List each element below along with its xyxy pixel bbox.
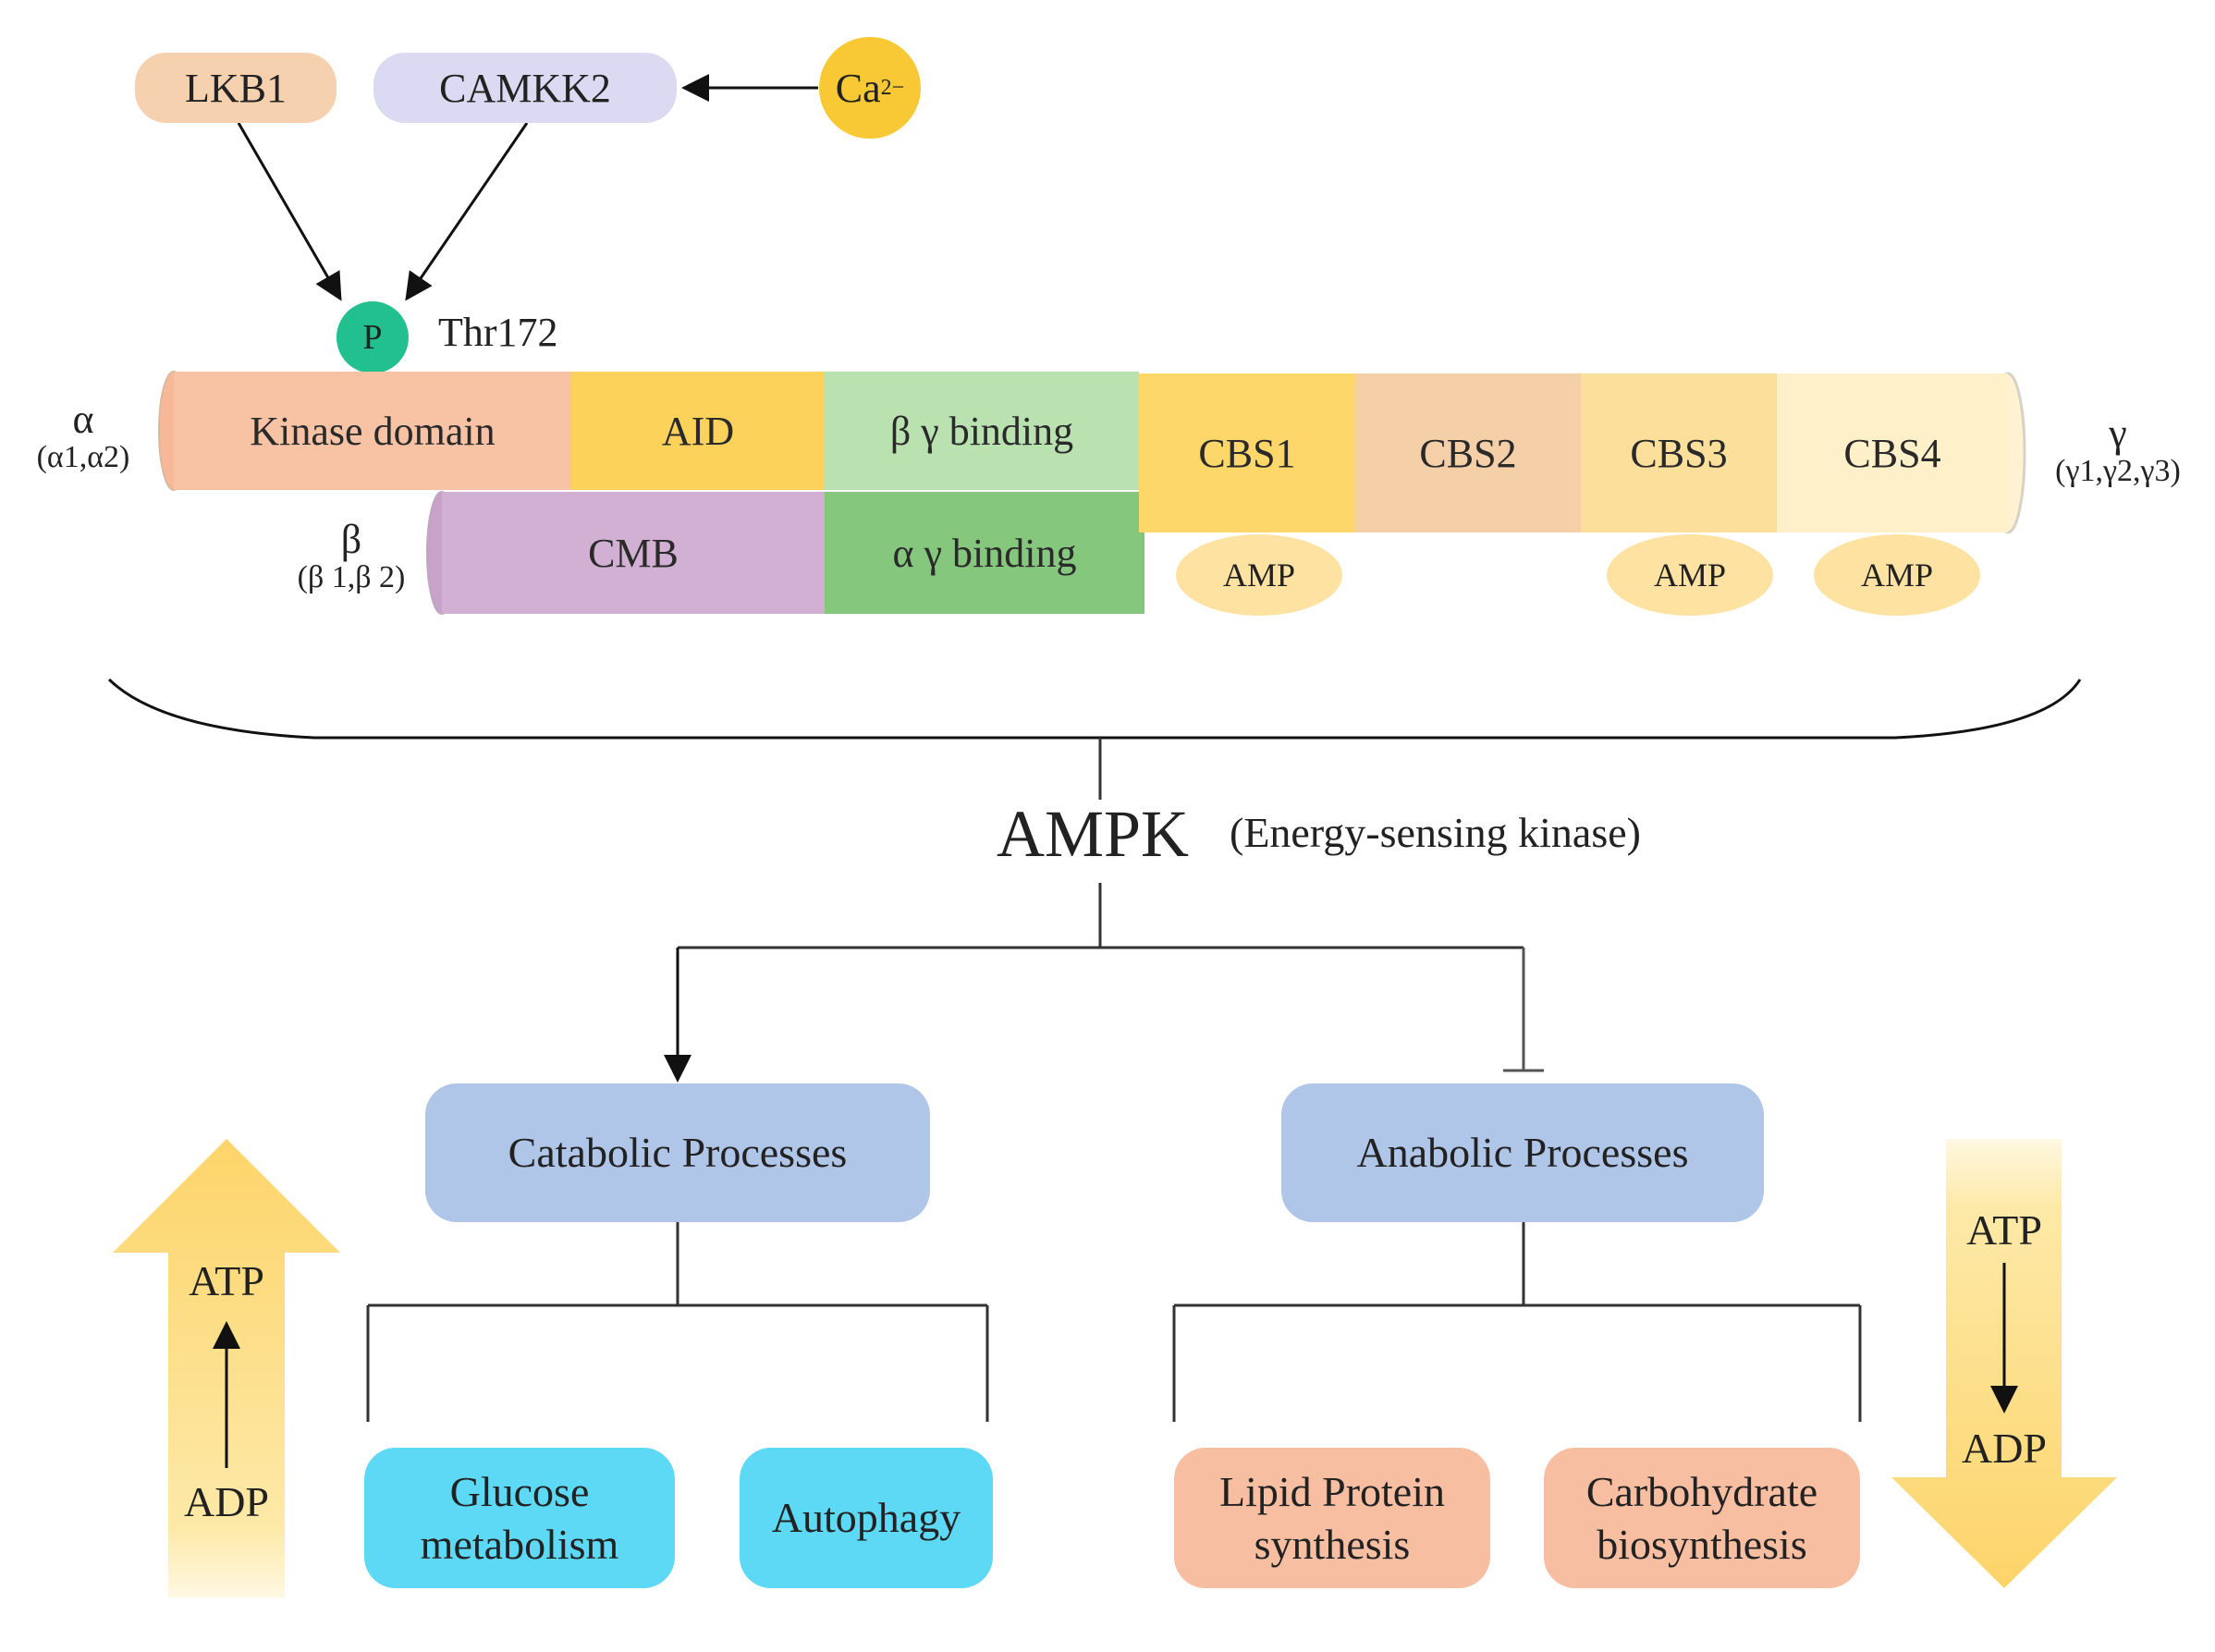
thr172-label: Thr172 (438, 310, 558, 355)
carbohydrate-line2: biosynthesis (1597, 1521, 1807, 1568)
camkk2-label: CAMKK2 (439, 65, 611, 111)
adp-up-label: ADP (183, 1477, 270, 1525)
amp-cbs4: AMP (1814, 534, 1980, 616)
amp-cbs3: AMP (1607, 534, 1773, 616)
bg-binding-segment: β γ binding (825, 372, 1139, 490)
beta-isoforms: (β 1,β 2) (297, 560, 406, 594)
beta-symbol: β (340, 517, 362, 562)
atp-down-label: ATP (1966, 1205, 2042, 1254)
cbs2-label: CBS2 (1419, 430, 1517, 476)
lipid-protein-line2: synthesis (1254, 1521, 1411, 1568)
amp-cbs1: AMP (1176, 534, 1342, 616)
ampk-description: (Energy-sensing kinase) (1230, 809, 1641, 856)
aid-segment: AID (571, 372, 825, 490)
carbohydrate-biosynthesis-node: Carbohydrate biosynthesis (1544, 1448, 1860, 1588)
lkb1-label: LKB1 (185, 65, 287, 111)
carbohydrate-line1: Carbohydrate (1585, 1467, 1818, 1515)
gamma-isoforms: (γ1,γ2,γ3) (2055, 454, 2181, 488)
aid-label: AID (661, 408, 735, 454)
ag-binding-segment: α γ binding (825, 492, 1144, 614)
anabolic-processes-node: Anabolic Processes (1281, 1083, 1764, 1222)
gamma-label-group: γ (γ1,γ2,γ3) (2030, 398, 2206, 505)
camkk2-to-p-arrow (405, 122, 529, 301)
calcium-charge: 2− (880, 75, 905, 100)
cmb-segment: CMB (442, 492, 825, 614)
autophagy-label: Autophagy (771, 1494, 961, 1542)
catabolic-processes-node: Catabolic Processes (425, 1083, 930, 1222)
adp-down-label: ADP (1961, 1424, 2048, 1472)
cbs4-segment: CBS4 (1777, 373, 2008, 532)
lkb1-to-p-arrow (237, 122, 342, 301)
ag-binding-label: α γ binding (892, 530, 1077, 576)
anabolic-processes-label: Anabolic Processes (1356, 1129, 1689, 1177)
lipid-protein-synthesis-node: Lipid Protein synthesis (1174, 1448, 1490, 1588)
alpha-symbol: α (72, 397, 94, 442)
amp-cbs1-label: AMP (1222, 557, 1296, 593)
cmb-label: CMB (588, 530, 679, 576)
cbs1-label: CBS1 (1198, 430, 1296, 476)
gamma-symbol: γ (2109, 410, 2127, 456)
camkk2-node: CAMKK2 (373, 53, 677, 123)
alpha-isoforms: (α1,α2) (36, 440, 130, 474)
ampk-brace (107, 678, 2082, 740)
phospho-node: P (337, 301, 409, 373)
bg-binding-label: β γ binding (889, 408, 1074, 454)
beta-label-group: β (β 1,β 2) (268, 507, 434, 608)
glucose-metabolism-node: Glucose metabolism (364, 1448, 675, 1588)
calcium-label: Ca (835, 65, 881, 111)
cbs4-label: CBS4 (1843, 430, 1941, 476)
cbs3-segment: CBS3 (1581, 373, 1777, 532)
phospho-label: P (362, 318, 383, 357)
glucose-metabolism-line2: metabolism (420, 1521, 619, 1568)
catabolic-processes-label: Catabolic Processes (508, 1129, 848, 1177)
amp-cbs3-label: AMP (1653, 557, 1727, 593)
lkb1-node: LKB1 (135, 53, 337, 123)
autophagy-node: Autophagy (740, 1448, 993, 1588)
ampk-title: AMPK (997, 797, 1190, 871)
lipid-protein-line1: Lipid Protein (1218, 1467, 1446, 1515)
cbs1-segment: CBS1 (1139, 373, 1355, 532)
atp-up-label: ATP (189, 1256, 264, 1304)
cbs2-segment: CBS2 (1355, 373, 1581, 532)
kinase-domain-label: Kinase domain (250, 408, 496, 454)
amp-cbs4-label: AMP (1860, 557, 1934, 593)
alpha-label-group: α (α1,α2) (18, 386, 148, 488)
glucose-metabolism-line1: Glucose (449, 1467, 590, 1515)
kinase-domain-segment: Kinase domain (174, 372, 571, 490)
cbs3-label: CBS3 (1630, 430, 1728, 476)
